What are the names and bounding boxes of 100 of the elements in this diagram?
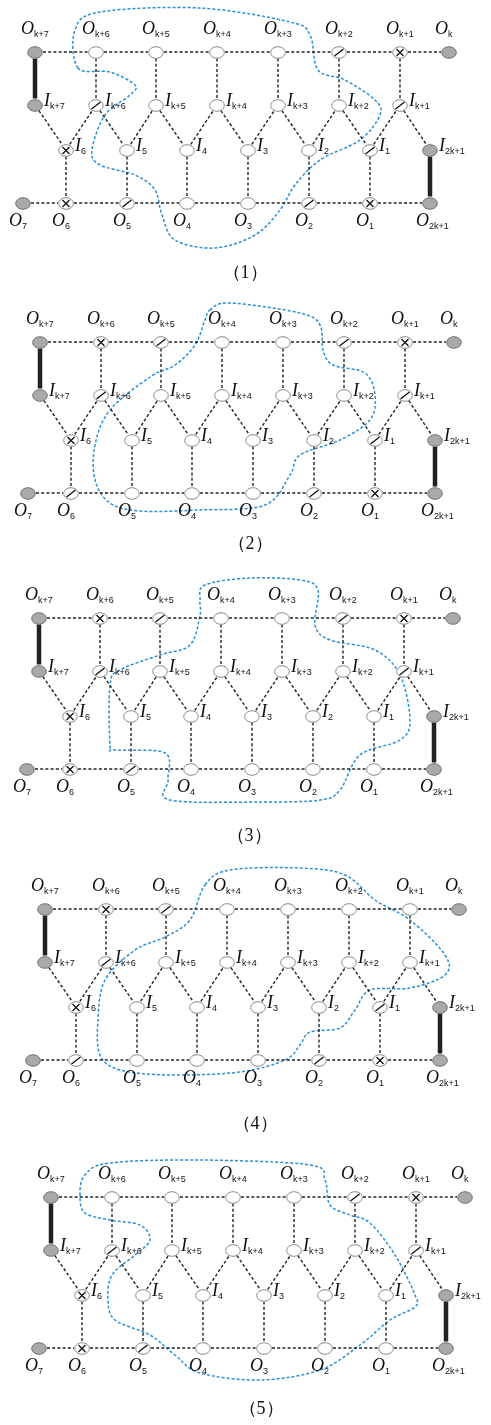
dashed-connector	[256, 400, 280, 435]
node-label: I$_{3}$	[261, 701, 272, 724]
dashed-connector	[389, 1255, 413, 1290]
dashed-connector	[30, 202, 59, 204]
dashed-connector	[393, 1347, 439, 1349]
node-label: O$_{2k+1}$	[416, 210, 449, 233]
node-label: O$_{6}$	[68, 1355, 86, 1378]
dashed-connector	[140, 967, 163, 1002]
node-label: I$_{5}$	[141, 425, 152, 448]
dashed-connector	[216, 57, 218, 100]
dashed-connector	[261, 967, 285, 1002]
dashed-connector	[346, 675, 371, 712]
dashed-connector	[99, 623, 101, 666]
dashed-connector	[369, 155, 371, 198]
dashed-connector	[136, 1012, 138, 1055]
dashed-connector	[107, 617, 153, 619]
dashed-connector	[407, 51, 442, 53]
dashed-connector	[169, 966, 194, 1003]
dashed-connector	[312, 721, 314, 764]
node-label: I$_{1}$	[395, 1280, 406, 1303]
node-label: I$_{k+1}$	[419, 947, 440, 970]
node-label: I$_{k+6}$	[115, 947, 136, 970]
dashed-connector	[342, 109, 367, 146]
node-label: O$_{k+3}$	[274, 875, 302, 898]
node-label: O$_{k+5}$	[147, 308, 175, 331]
node-label: O$_{6}$	[56, 776, 74, 799]
node-label: I$_{k+4}$	[242, 1235, 263, 1258]
dashed-connector	[295, 908, 342, 910]
node-label: O$_{k+4}$	[208, 308, 236, 331]
dashed-connector	[412, 341, 447, 343]
dashed-connector	[350, 617, 397, 619]
node-label: O$_{3}$	[250, 1355, 268, 1378]
node-label: I$_{2k+1}$	[455, 1280, 481, 1303]
dashed-connector	[328, 1255, 352, 1290]
dashed-connector	[232, 1202, 234, 1245]
dashed-connector	[163, 675, 188, 712]
node-label: O$_{k}$	[440, 308, 458, 331]
dashed-connector	[322, 967, 346, 1002]
dashed-connector	[167, 617, 214, 619]
node-label: I$_{k+6}$	[109, 656, 130, 679]
dashed-connector	[385, 1300, 387, 1343]
dashed-connector	[200, 967, 224, 1002]
node-label: O$_{4}$	[189, 1355, 207, 1378]
dashed-connector	[377, 202, 423, 204]
dashed-connector	[194, 202, 241, 204]
node-label: O$_{k+4}$	[213, 875, 241, 898]
dashed-connector	[100, 347, 102, 390]
thick-connector	[37, 348, 43, 389]
node-label: O$_{5}$	[129, 1355, 147, 1378]
node-label: O$_{k+6}$	[92, 875, 120, 898]
node-label: I$_{k+7}$	[60, 1235, 81, 1258]
node-label: O$_{7}$	[14, 500, 32, 523]
dashed-connector	[78, 492, 125, 494]
dashed-connector	[85, 1255, 109, 1290]
dashed-connector	[144, 1059, 190, 1061]
dashed-connector	[313, 445, 315, 488]
dashed-connector	[263, 1300, 265, 1343]
dashed-connector	[195, 400, 219, 435]
dashed-connector	[58, 1196, 105, 1198]
node-label: O$_{k+5}$	[146, 584, 174, 607]
node-label: I$_{2}$	[334, 1280, 345, 1303]
dashed-connector	[321, 492, 368, 494]
dashed-connector	[317, 400, 341, 435]
dashed-connector	[111, 1202, 113, 1245]
dashed-connector	[202, 1300, 204, 1343]
node-label: O$_{k+5}$	[152, 875, 180, 898]
dashed-connector	[199, 492, 246, 494]
dashed-connector	[196, 1012, 198, 1055]
node-label: O$_{2}$	[305, 1067, 323, 1090]
dashed-connector	[354, 1202, 356, 1245]
dashed-connector	[108, 341, 154, 343]
dashed-connector	[165, 914, 167, 957]
node-label: I$_{k+6}$	[105, 90, 126, 113]
node-label: O$_{7}$	[9, 210, 27, 233]
dashed-connector	[316, 202, 363, 204]
dashed-connector	[210, 1347, 257, 1349]
dashed-connector	[411, 617, 446, 619]
node-label: I$_{k+2}$	[358, 947, 379, 970]
dashed-connector	[194, 676, 218, 711]
node-label: I$_{k+1}$	[409, 90, 430, 113]
node-label: I$_{k+7}$	[54, 947, 75, 970]
dashed-connector	[326, 1059, 373, 1061]
dashed-connector	[415, 1202, 417, 1245]
dashed-connector	[403, 623, 405, 666]
dashed-connector	[285, 51, 332, 53]
node-label: I$_{6}$	[80, 425, 91, 448]
dashed-connector	[251, 110, 275, 145]
node-label: O$_{k+4}$	[207, 584, 235, 607]
dashed-connector	[362, 1196, 409, 1198]
dashed-connector	[308, 155, 310, 198]
dashed-connector	[35, 492, 64, 494]
dashed-connector	[75, 1012, 77, 1055]
dashed-connector	[271, 1347, 318, 1349]
dashed-connector	[358, 1254, 383, 1291]
node-label: I$_{4}$	[206, 992, 217, 1015]
dashed-connector	[105, 914, 107, 957]
dashed-connector	[69, 721, 71, 764]
dashed-connector	[89, 1347, 136, 1349]
dashed-connector	[255, 676, 279, 711]
dashed-connector	[301, 1196, 348, 1198]
